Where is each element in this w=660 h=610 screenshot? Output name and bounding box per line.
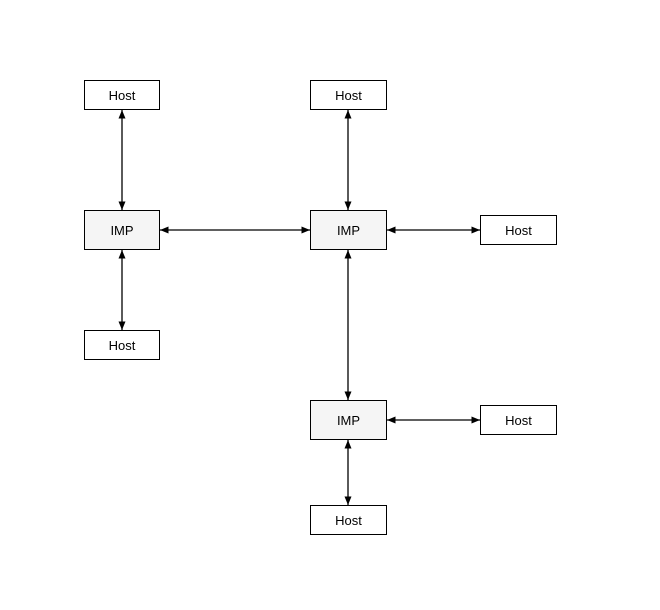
imp-node-left: IMP (84, 210, 160, 250)
node-label: Host (335, 87, 362, 103)
host-node-top-left: Host (84, 80, 160, 110)
host-node-bottom: Host (310, 505, 387, 535)
node-label: IMP (336, 412, 361, 428)
host-node-mid-right: Host (480, 215, 557, 245)
node-label: Host (108, 87, 136, 103)
node-label: Host (108, 337, 136, 353)
host-node-top-center: Host (310, 80, 387, 110)
node-label: IMP (110, 222, 134, 238)
host-node-lower-right: Host (480, 405, 557, 435)
node-label: Host (505, 222, 532, 238)
host-node-lower-left: Host (84, 330, 160, 360)
imp-node-center: IMP (310, 210, 387, 250)
node-label: Host (505, 412, 532, 428)
node-label: IMP (336, 222, 361, 238)
imp-node-lower: IMP (310, 400, 387, 440)
node-label: Host (335, 512, 362, 528)
